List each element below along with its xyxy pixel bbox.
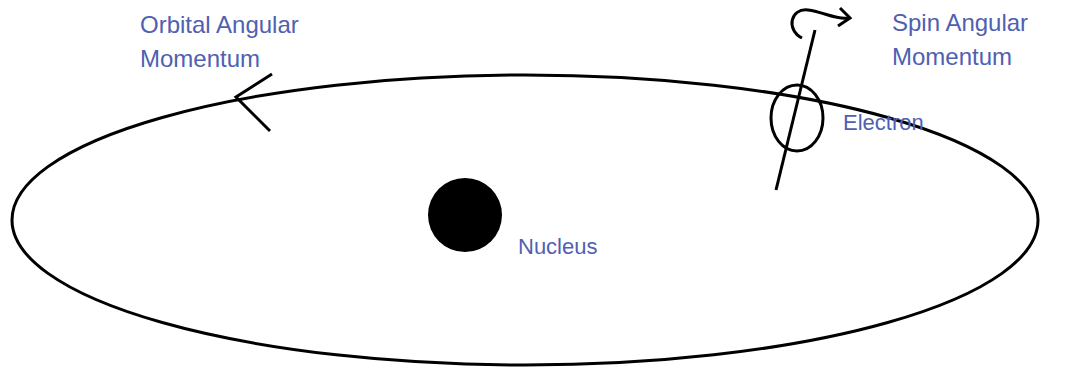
electron-label: Electron bbox=[843, 106, 1003, 140]
orbit-ellipse bbox=[12, 75, 1038, 365]
nucleus-dot bbox=[428, 178, 502, 252]
orbit-direction-arrow bbox=[236, 74, 272, 131]
spin-label: Spin Angular Momentum bbox=[892, 6, 1057, 74]
spin-axis bbox=[776, 30, 815, 190]
electron-circle bbox=[771, 85, 823, 151]
orbital-label: Orbital Angular Momentum bbox=[140, 8, 355, 76]
spin-arrowhead bbox=[838, 8, 850, 26]
nucleus-label: Nucleus bbox=[518, 230, 678, 264]
